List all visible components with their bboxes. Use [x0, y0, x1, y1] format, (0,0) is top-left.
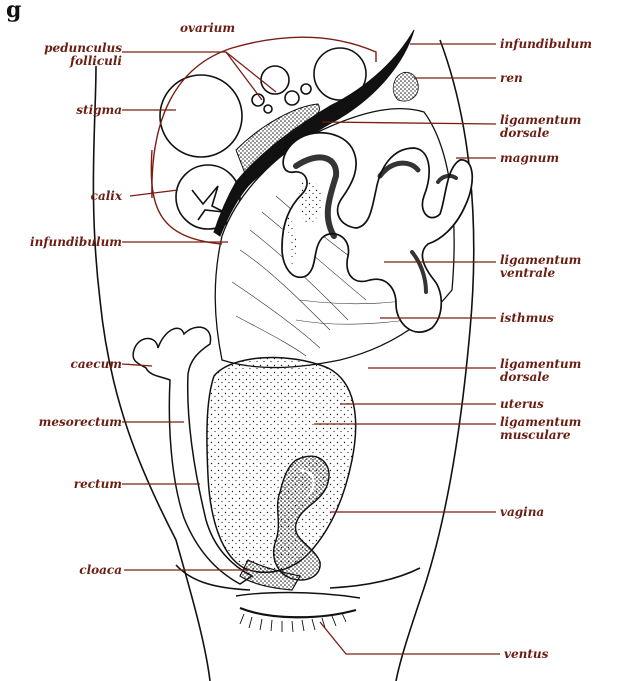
- label-caecum: caecum: [30, 358, 122, 371]
- label-ligamentum-musculare: ligamentum musculare: [500, 416, 581, 442]
- label-ligamentum-dorsale-lower: ligamentum dorsale: [500, 358, 581, 384]
- vent-drawing: [236, 593, 360, 633]
- label-uterus: uterus: [500, 398, 544, 411]
- label-isthmus: isthmus: [500, 312, 554, 325]
- label-rectum: rectum: [30, 478, 122, 491]
- label-pedunculus-folliculi: pedunculus folliculi: [30, 42, 122, 68]
- label-lig-ventrale-line-2: ventrale: [500, 267, 581, 280]
- label-mesorectum: mesorectum: [10, 416, 122, 429]
- label-lig-dorsale-upper-line-2: dorsale: [500, 127, 581, 140]
- label-magnum: magnum: [500, 152, 559, 165]
- label-ventus: ventus: [504, 648, 548, 661]
- label-ligamentum-dorsale-upper: ligamentum dorsale: [500, 114, 581, 140]
- label-infundibulum-right: infundibulum: [500, 38, 592, 51]
- label-pedunculus-line-2: folliculi: [30, 55, 122, 68]
- label-calix: calix: [30, 190, 122, 203]
- label-lig-dorsale-lower-line-2: dorsale: [500, 371, 581, 384]
- label-stigma: stigma: [30, 104, 122, 117]
- label-cloaca: cloaca: [30, 564, 122, 577]
- kidney: [393, 72, 418, 101]
- label-vagina: vagina: [500, 506, 544, 519]
- label-ovarium: ovarium: [180, 22, 235, 35]
- label-ren: ren: [500, 72, 523, 85]
- label-lig-musculare-line-2: musculare: [500, 429, 581, 442]
- label-ligamentum-ventrale: ligamentum ventrale: [500, 254, 581, 280]
- label-infundibulum-left: infundibulum: [10, 236, 122, 249]
